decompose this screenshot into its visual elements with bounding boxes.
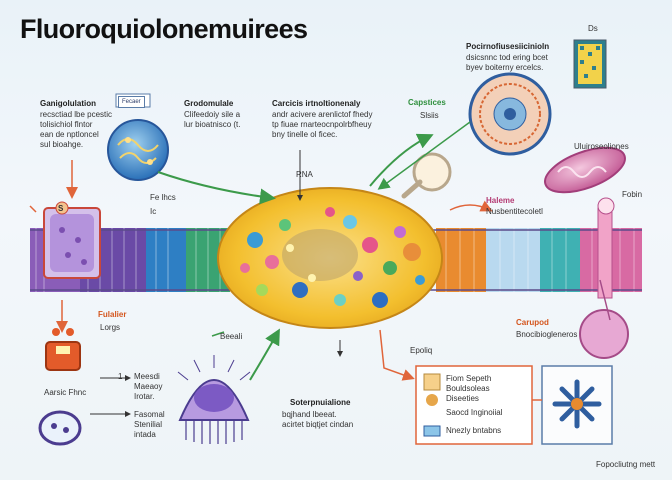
gradomulale-heading: Grodomulale [184,99,234,108]
top-left-body: recsctiad lbe pcestic tolisichiol flntor… [40,110,113,149]
signature-mark: S [58,204,64,213]
top-right-heading: Pocirnofiusesiicinioln [466,42,550,51]
arrows [29,121,611,417]
framed-cell [43,201,101,279]
bottom-center-heading: Soterpnuialione [290,398,351,407]
capstone-sub: Slsiis [420,111,439,120]
gradomulale-body: Clifeedoiy sile a lur bioatnisco (t. [184,110,241,129]
fulalier-sub: Lorgs [100,323,121,332]
bottom-center-body: bqjhand lbeeat. acirtet biqtjet cindan [282,410,354,429]
bristle-dome [177,355,251,444]
magnifier-icon [401,152,452,199]
capstone-heading: Capstices [408,98,446,107]
carupod-sub: Bnocibiogleneros [516,330,578,339]
nucleus-cluster [282,229,358,281]
bottom-left-num: 1 [118,372,123,381]
epoliq-label: Epoliq [410,346,433,355]
top-left-heading: Ganigolulation [40,99,96,108]
legend-item-2: Nnezly bntabns [446,426,502,435]
membrane-segment-teal [540,228,580,292]
footer-label: Fopocliutng mett [596,460,656,469]
fulalier-heading: Fulalier [98,310,127,319]
membrane-segment-blue [146,228,186,292]
center-heading: Carcicis irtnoltionenaly [272,99,361,108]
mitochondrion [544,146,626,194]
mid-small-label: Ic [150,207,157,216]
pink-channel [579,197,629,359]
fecaer-tag: Fecaer [118,96,145,108]
ds-label: Ds [588,24,598,33]
haleme-sub: Nusbentitecoletl [486,207,543,216]
capsid-wheel [468,72,552,156]
membrane-segment-lightblue [486,228,540,292]
legend-item-1: Saocd Inginoiial [446,408,503,417]
beeali-label: Beeali [220,332,243,341]
organelle-dots [240,207,425,308]
blue-organelle [107,119,169,181]
page-title: Fluoroquiolonemuirees [20,14,308,44]
legend-title: Fiom Sepeth Bouldsoleas Diseeties [446,374,492,403]
star-flower-panel [541,365,613,445]
central-cell [217,187,443,329]
fobin-label: Fobin [622,190,643,199]
rna-label: RNA [296,170,313,179]
legend-panel [415,365,533,445]
bottom-left-label-1: Aarsic Fhnc [44,388,87,397]
haleme-heading: Haleme [486,196,515,205]
top-right-body: dsicsnnc tod ering bcet byev boiterny er… [466,53,548,72]
membrane-segment-orange [436,228,486,292]
fe-label: Fe lhcs [150,193,176,202]
bottom-left-label-3: Fasomal Stenilial intada [134,410,165,439]
tile-pattern [573,39,607,89]
center-body: andr acivere arenlictof fhedy tp fiuae r… [272,110,373,139]
small-purple-cell [38,410,82,446]
mito-label: Uluiroseoliones [574,142,629,151]
bottom-left-label-2: Meesdi Maeaoy Irotar. [134,372,163,401]
orange-receptor [45,328,81,371]
carupod-heading: Carupod [516,318,549,327]
